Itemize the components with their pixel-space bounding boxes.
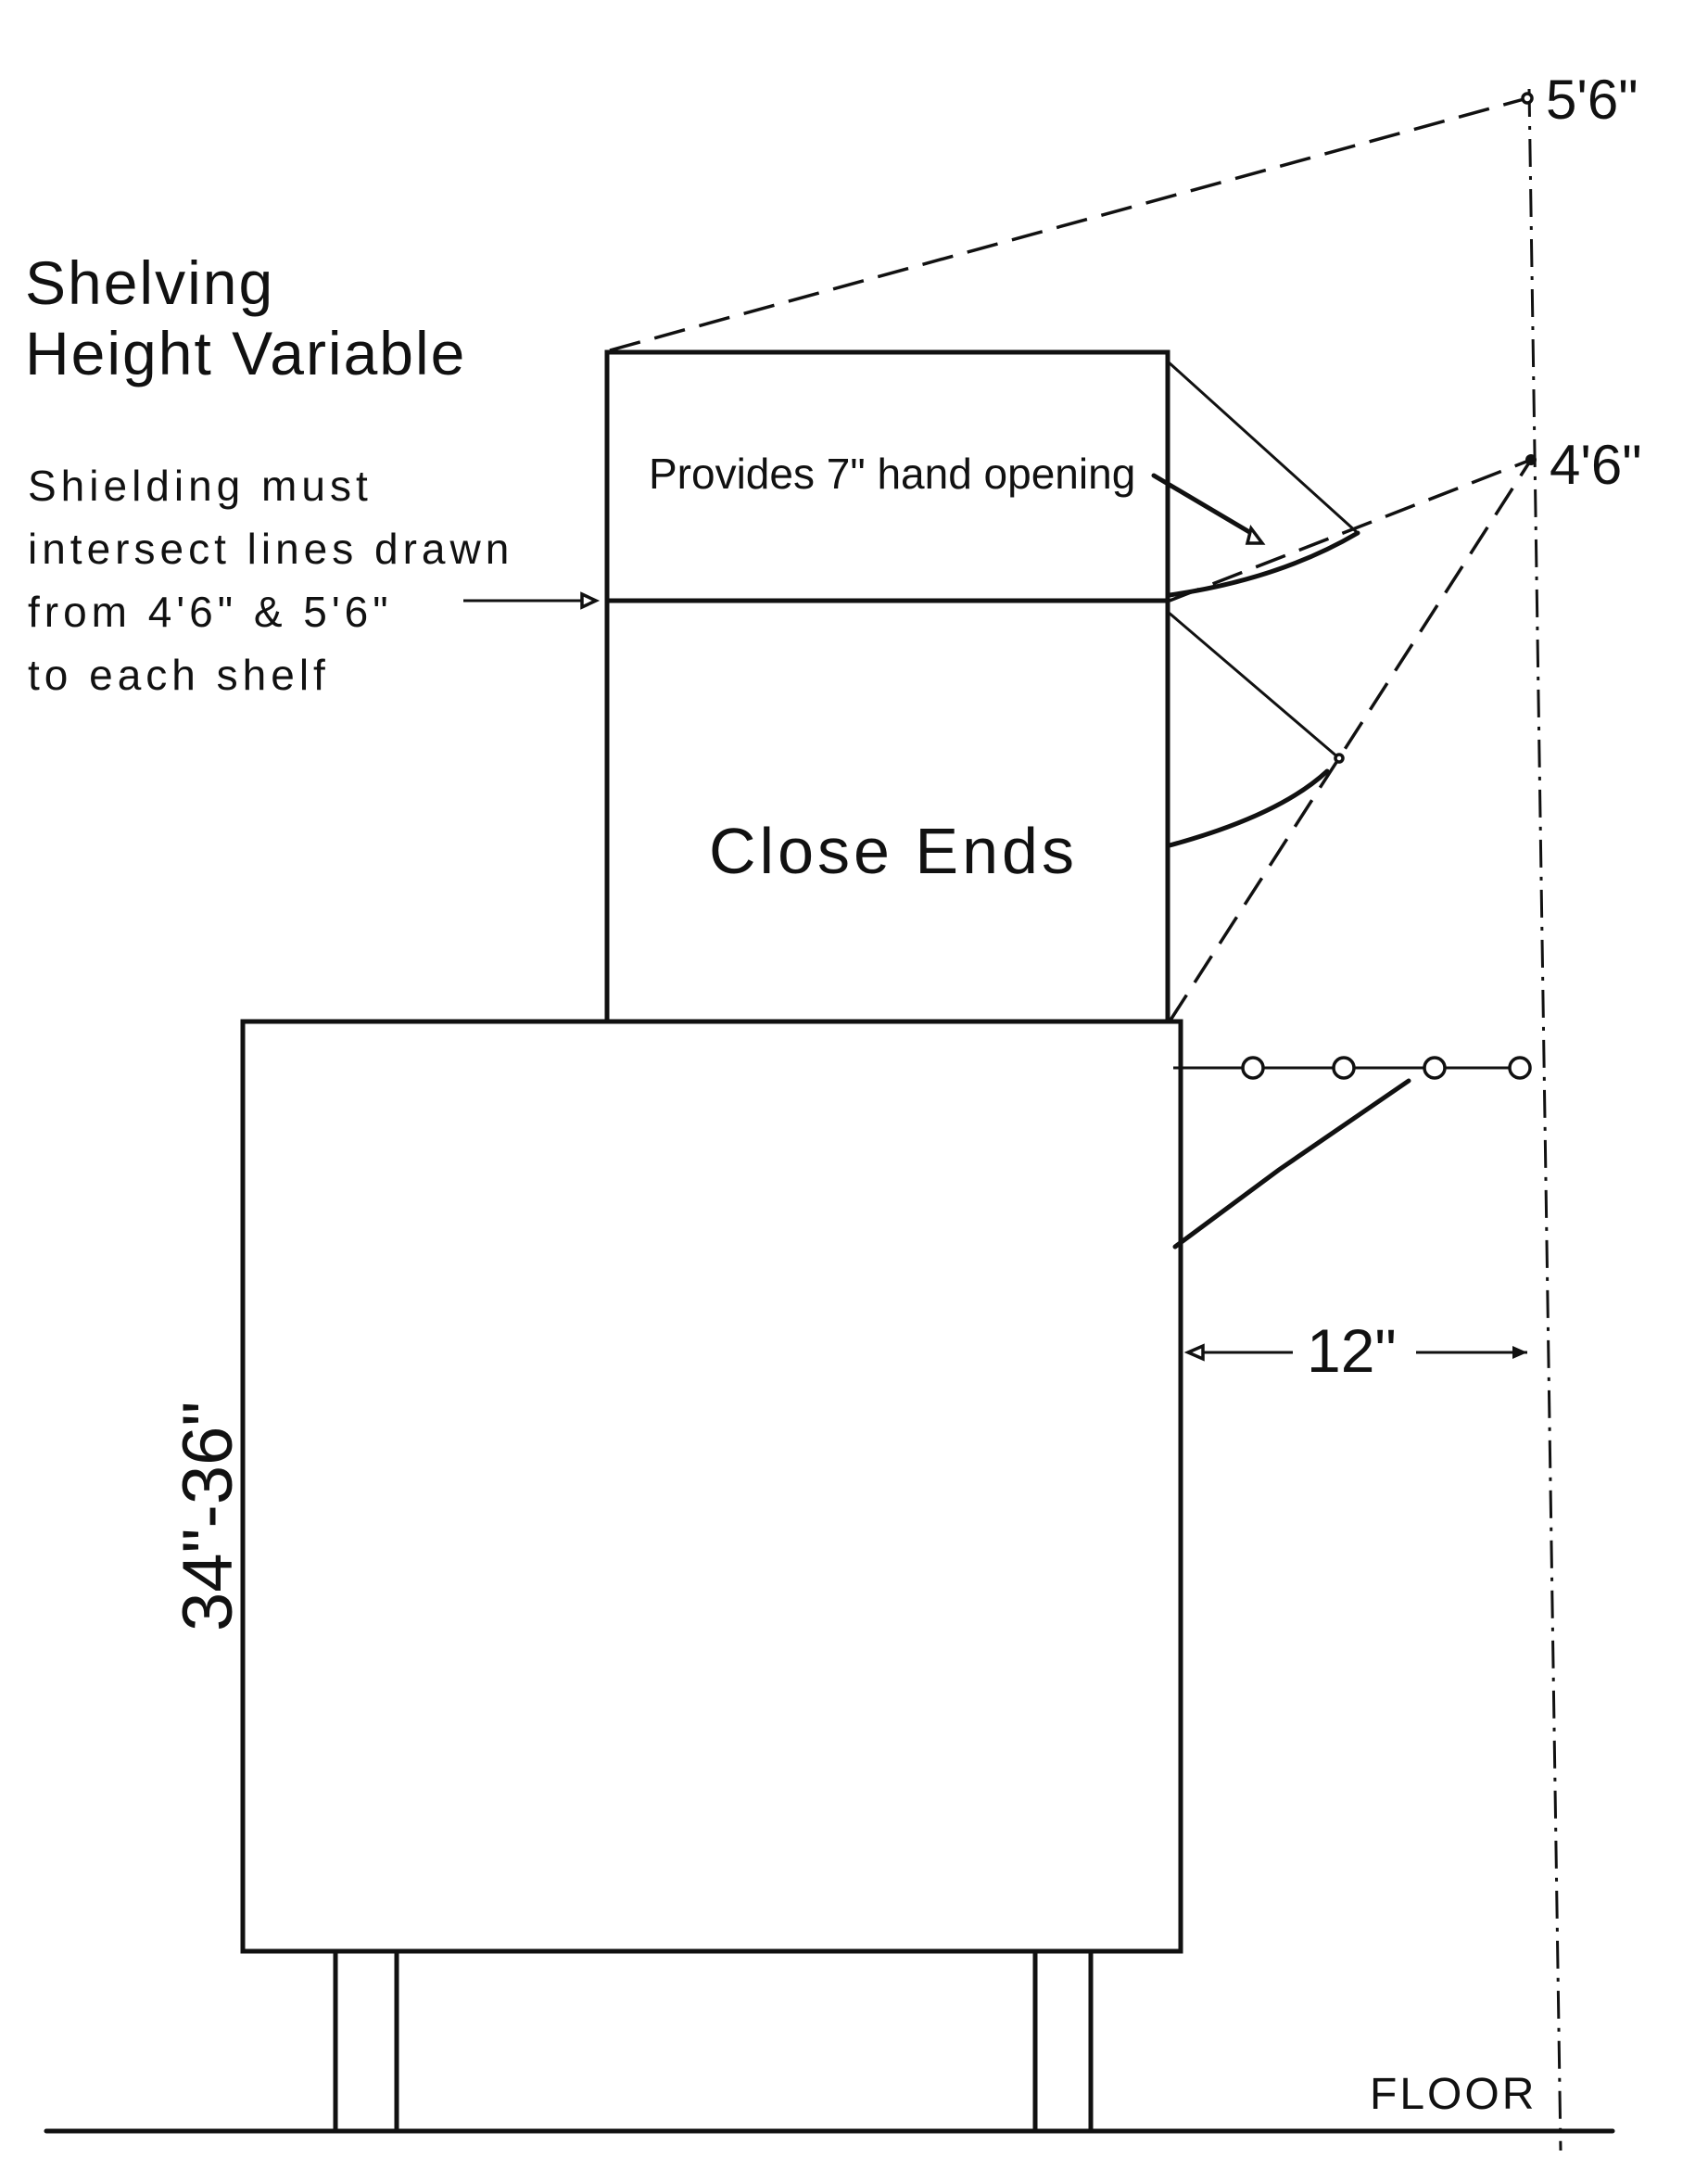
sight-line-4-6-top-shelf <box>1169 458 1532 603</box>
floor-label: FLOOR <box>1370 2070 1537 2119</box>
height-4-6-marker <box>1525 454 1537 465</box>
note-arrow <box>463 591 601 610</box>
counter-height-label: 34"-36" <box>169 1402 247 1631</box>
sight-line-4-6-counter <box>1168 459 1533 1022</box>
height-reference-line <box>1527 88 1563 2151</box>
note-line-4: to each shelf <box>28 651 330 699</box>
hand-opening-pointer <box>1151 473 1266 545</box>
counter-body <box>240 1019 1183 1954</box>
sight-line-5-6 <box>609 96 1528 352</box>
height-5-6-marker <box>1521 92 1534 105</box>
sneeze-guard-rail <box>1172 1056 1532 1250</box>
dimension-12 <box>1183 1343 1527 1362</box>
upper-shield <box>1166 360 1360 598</box>
close-ends-label: Close Ends <box>709 815 1078 887</box>
rail-post-3 <box>1423 1056 1447 1080</box>
heading-line-2: Height Variable <box>25 319 466 387</box>
legs <box>333 1948 1094 2134</box>
shelving-unit <box>604 349 1170 1024</box>
distance-12-label: 12" <box>1307 1316 1397 1385</box>
rail-post-1 <box>1241 1056 1265 1080</box>
height-4-6-label: 4'6" <box>1550 434 1642 496</box>
heading-line-1: Shelving <box>25 248 274 317</box>
note-line-3: from 4'6" & 5'6" <box>28 588 393 636</box>
height-5-6-label: 5'6" <box>1546 69 1638 131</box>
rail-post-4 <box>1508 1056 1532 1080</box>
rail-post-2 <box>1332 1056 1356 1080</box>
note-line-1: Shielding must <box>28 462 373 510</box>
hand-opening-label: Provides 7" hand opening <box>649 450 1135 498</box>
note-line-2: intersect lines drawn <box>28 525 513 573</box>
lower-shield <box>1167 610 1345 848</box>
